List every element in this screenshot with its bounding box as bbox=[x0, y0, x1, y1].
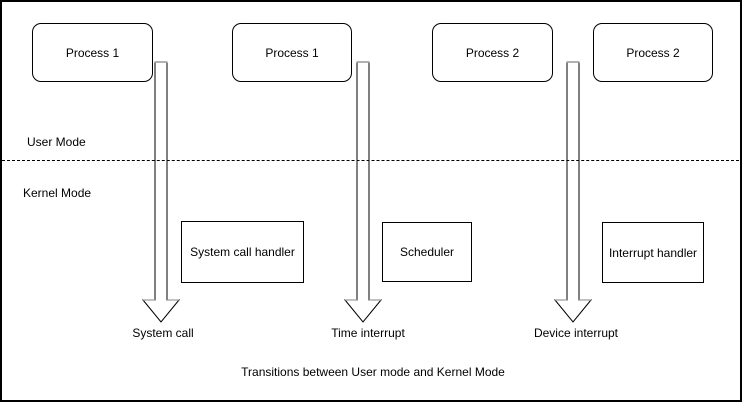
system-call-label: System call bbox=[132, 326, 194, 340]
down-arrow-device-interrupt bbox=[554, 61, 592, 323]
interrupt-handler-box: Interrupt handler bbox=[602, 222, 704, 283]
kernel-box-label: Scheduler bbox=[399, 245, 455, 259]
time-interrupt-label: Time interrupt bbox=[331, 326, 405, 340]
down-arrow-system-call bbox=[142, 61, 180, 323]
system-call-handler-box: System call handler bbox=[181, 221, 304, 283]
kernel-mode-label: Kernel Mode bbox=[23, 186, 92, 200]
device-interrupt-label: Device interrupt bbox=[533, 326, 619, 340]
process-box-label: Process 1 bbox=[265, 45, 319, 60]
user-mode-label: User Mode bbox=[27, 135, 86, 149]
process-box-2: Process 1 bbox=[232, 23, 352, 82]
process-box-4: Process 2 bbox=[593, 23, 713, 82]
down-arrow-time-interrupt bbox=[344, 61, 382, 323]
scheduler-box: Scheduler bbox=[382, 222, 472, 282]
process-box-label: Process 1 bbox=[65, 45, 120, 60]
process-box-1: Process 1 bbox=[32, 23, 153, 82]
process-box-label: Process 2 bbox=[626, 45, 680, 60]
process-box-3: Process 2 bbox=[432, 23, 553, 82]
kernel-box-label: System call handler bbox=[190, 245, 295, 259]
diagram-caption: Transitions between User mode and Kernel… bbox=[241, 365, 505, 379]
process-box-label: Process 2 bbox=[465, 45, 520, 60]
mode-divider-line bbox=[2, 160, 740, 161]
kernel-box-label: Interrupt handler bbox=[608, 245, 698, 260]
